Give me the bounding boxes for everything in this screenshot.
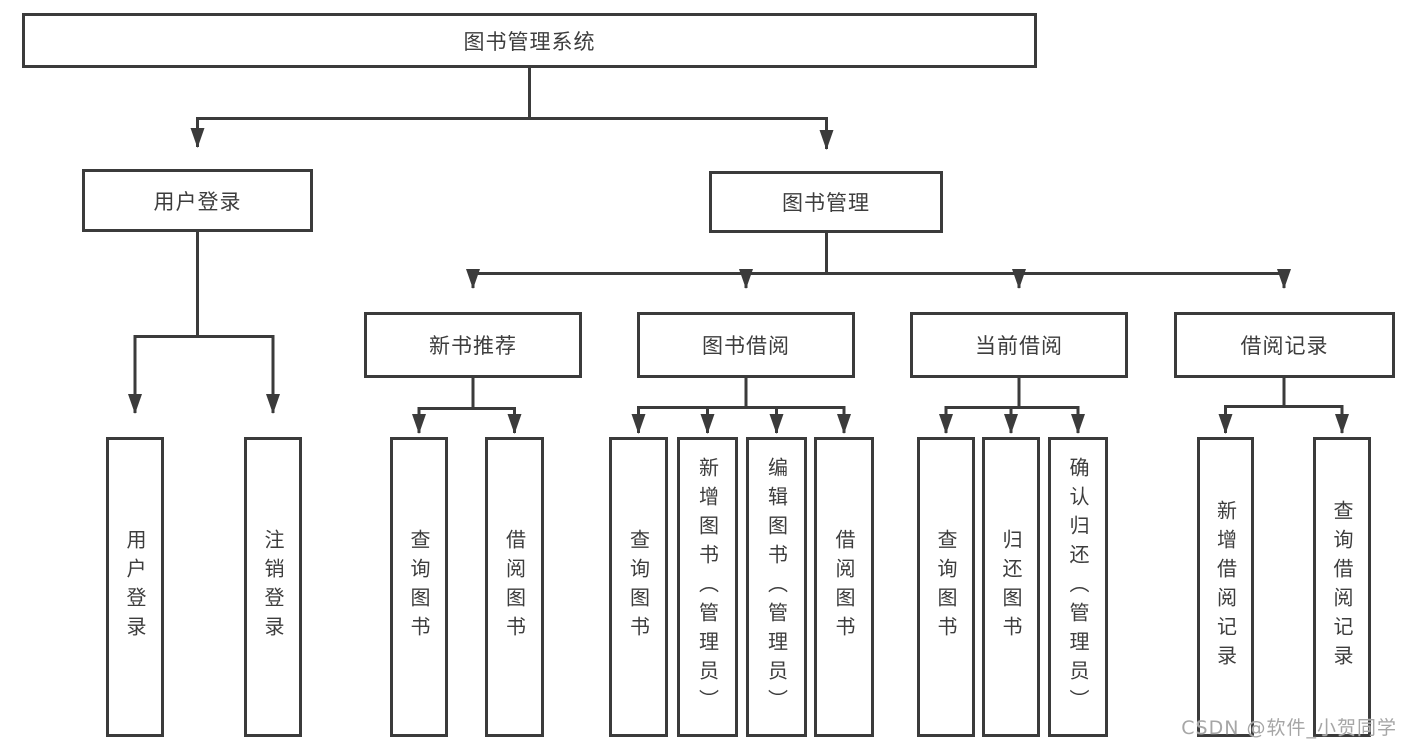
node-library-system: 图书管理系统 [22,13,1037,68]
leaf-edit-books-admin: 编辑图书（管理员） [746,437,807,737]
csdn-watermark: CSDN @软件_小贺同学 [1181,717,1397,739]
leaf-recommend-borrow-books: 借阅图书 [485,437,544,737]
node-borrowing-records: 借阅记录 [1174,312,1395,378]
leaf-add-books-admin: 新增图书（管理员） [677,437,738,737]
leaf-logout: 注销登录 [244,437,302,737]
leaf-add-borrow-record: 新增借阅记录 [1197,437,1254,737]
leaf-current-query-books: 查询图书 [917,437,975,737]
leaf-user-login: 用户登录 [106,437,164,737]
leaf-confirm-return-admin: 确认归还（管理员） [1048,437,1108,737]
node-user-login: 用户登录 [82,169,313,232]
leaf-borrowing-borrow-books: 借阅图书 [814,437,874,737]
leaf-return-books: 归还图书 [982,437,1040,737]
node-book-management: 图书管理 [709,171,943,233]
leaf-recommend-query-books: 查询图书 [390,437,448,737]
node-new-book-recommendation: 新书推荐 [364,312,582,378]
leaf-query-borrow-record: 查询借阅记录 [1313,437,1371,737]
node-book-borrowing: 图书借阅 [637,312,855,378]
leaf-borrowing-query-books: 查询图书 [609,437,668,737]
node-current-borrowing: 当前借阅 [910,312,1128,378]
